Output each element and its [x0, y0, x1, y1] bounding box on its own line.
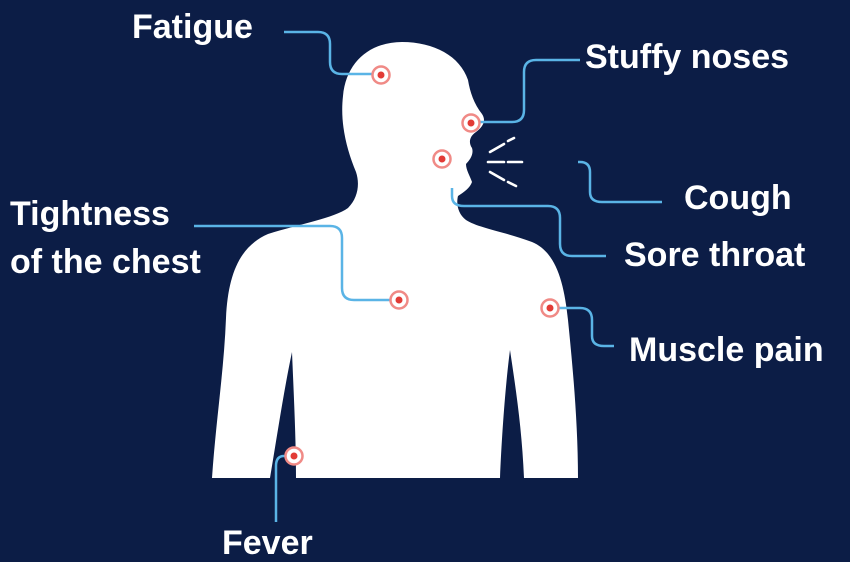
connector-fever — [276, 456, 294, 522]
marker-tightness — [391, 292, 408, 309]
marker-fatigue — [373, 67, 390, 84]
marker-cough — [434, 151, 451, 168]
marker-stuffy-noses — [463, 115, 480, 132]
label-stuffy-noses: Stuffy noses — [585, 38, 789, 76]
label-tightness-line1: Tightness — [10, 190, 201, 238]
label-fatigue: Fatigue — [132, 8, 253, 46]
cough-lines-icon — [488, 138, 522, 186]
label-fever: Fever — [222, 524, 313, 562]
marker-fever — [286, 448, 303, 465]
connector-stuffy-noses — [474, 60, 580, 122]
label-cough: Cough — [684, 179, 792, 217]
connector-cough — [578, 162, 662, 202]
label-sore-throat: Sore throat — [624, 236, 805, 274]
label-tightness-of-chest: Tightness of the chest — [10, 190, 201, 286]
marker-muscle-pain — [542, 300, 559, 317]
label-tightness-line2: of the chest — [10, 238, 201, 286]
label-muscle-pain: Muscle pain — [629, 331, 824, 369]
